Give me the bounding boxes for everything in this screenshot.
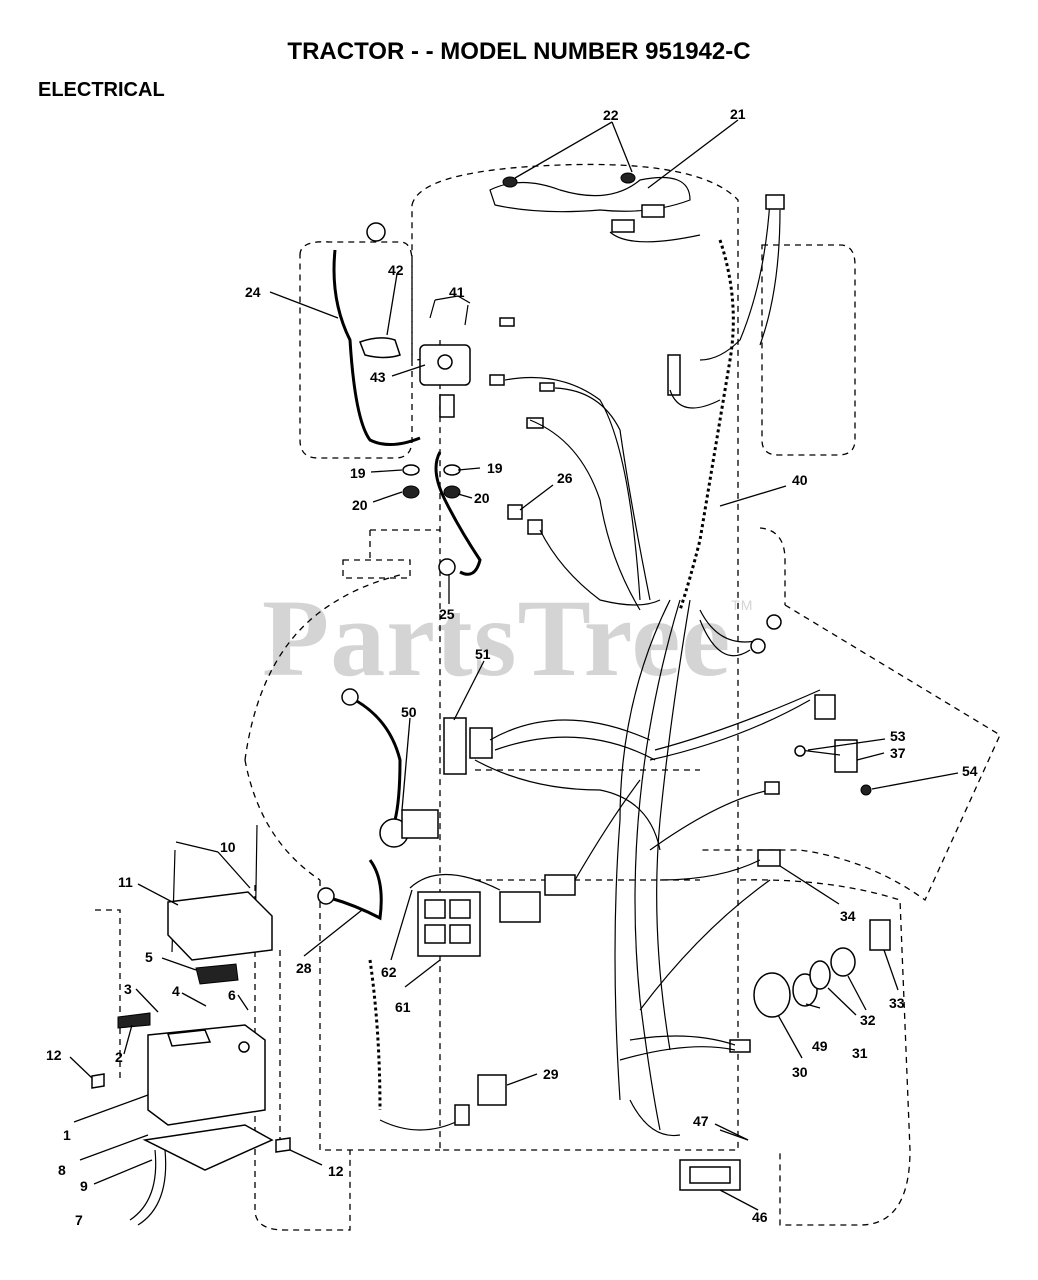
right-wiring — [649, 194, 836, 851]
callout-53: 53 — [890, 728, 906, 744]
page-title: TRACTOR - - MODEL NUMBER 951942-C — [287, 38, 751, 65]
battery-group — [91, 824, 291, 1226]
callout-19-left: 19 — [350, 465, 366, 481]
callout-54: 54 — [962, 763, 978, 779]
harness-coil — [614, 239, 782, 1131]
lower-left-parts — [317, 779, 641, 1131]
callout-22: 22 — [603, 107, 619, 123]
callout-42: 42 — [388, 262, 404, 278]
callout-1: 1 — [63, 1127, 71, 1143]
callout-labels: 22 21 24 42 41 43 19 19 20 20 26 40 25 5… — [46, 106, 978, 1228]
watermark: PartsTreeTM — [262, 575, 753, 702]
callout-21: 21 — [730, 106, 746, 122]
leader-lines — [69, 119, 959, 1211]
callout-40: 40 — [792, 472, 808, 488]
watermark-text: PartsTree — [262, 577, 732, 699]
callout-30: 30 — [792, 1064, 808, 1080]
callout-20-left: 20 — [352, 497, 368, 513]
callout-12-right: 12 — [328, 1163, 344, 1179]
callout-37: 37 — [890, 745, 906, 761]
callout-25: 25 — [439, 606, 455, 622]
callout-61: 61 — [395, 999, 411, 1015]
callout-46: 46 — [752, 1209, 768, 1225]
callout-47: 47 — [693, 1113, 709, 1129]
callout-41: 41 — [449, 284, 465, 300]
watermark-trademark: TM — [731, 597, 754, 613]
callout-4: 4 — [172, 983, 180, 999]
callout-6: 6 — [228, 987, 236, 1003]
callout-8: 8 — [58, 1162, 66, 1178]
section-heading: ELECTRICAL — [38, 79, 165, 101]
callout-5: 5 — [145, 949, 153, 965]
connectors-26 — [489, 317, 661, 611]
callout-31: 31 — [852, 1045, 868, 1061]
callout-9: 9 — [80, 1178, 88, 1194]
part-37-assembly — [794, 739, 872, 796]
fuse-harness — [489, 172, 701, 243]
callout-2: 2 — [115, 1049, 123, 1065]
callout-32: 32 — [860, 1012, 876, 1028]
callout-50: 50 — [401, 704, 417, 720]
callout-12-left: 12 — [46, 1047, 62, 1063]
callout-20-right: 20 — [474, 490, 490, 506]
callout-26: 26 — [557, 470, 573, 486]
callout-24: 24 — [245, 284, 261, 300]
callout-29: 29 — [543, 1066, 559, 1082]
callout-34: 34 — [840, 908, 856, 924]
callout-19-right: 19 — [487, 460, 503, 476]
solenoid-assembly — [332, 222, 482, 576]
callout-11: 11 — [118, 874, 133, 890]
callout-3: 3 — [124, 981, 132, 997]
callout-51: 51 — [475, 646, 491, 662]
callout-7: 7 — [75, 1212, 83, 1228]
callout-62: 62 — [381, 964, 397, 980]
callout-49: 49 — [812, 1038, 828, 1054]
ignition-parts — [619, 849, 891, 1191]
callout-43: 43 — [370, 369, 386, 385]
callout-10: 10 — [220, 839, 236, 855]
callout-33: 33 — [889, 995, 905, 1011]
callout-28: 28 — [296, 960, 312, 976]
